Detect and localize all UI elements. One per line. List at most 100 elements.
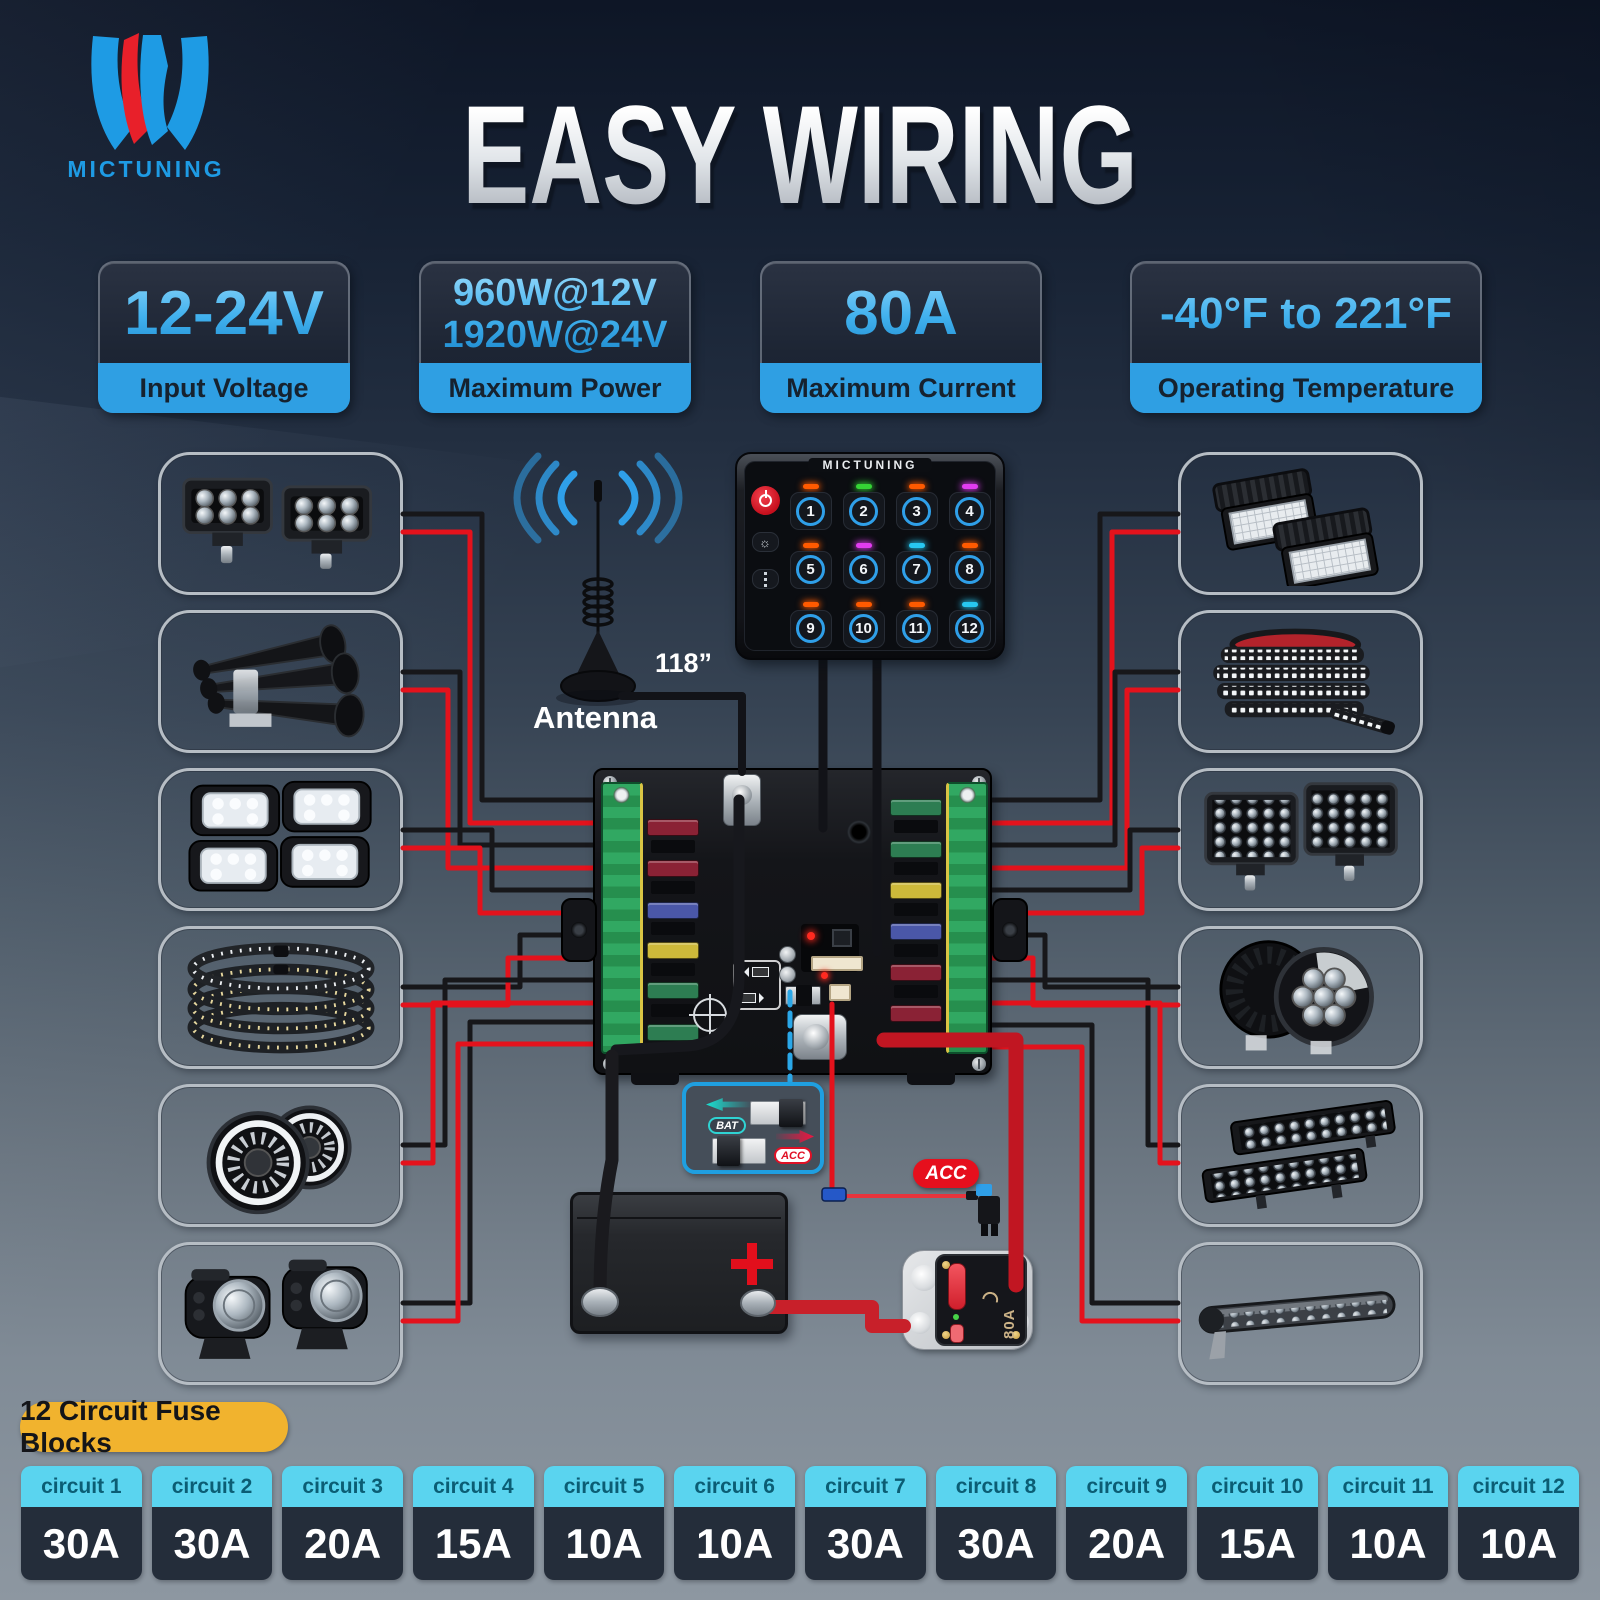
circuit-amp: 10A: [1327, 1507, 1449, 1580]
dual-row-light-bars-icon: [1201, 1099, 1396, 1209]
spec-value-2: 1920W@24V: [442, 313, 668, 356]
toggle-switch-bat-position: [750, 1099, 806, 1127]
spec-badge-operating-temperature: -40°F to 221°F Operating Temperature: [1130, 261, 1482, 413]
circuit-label: circuit 5: [543, 1466, 665, 1507]
spec-value: 80A: [844, 279, 958, 349]
breaker-indicator: [953, 1314, 959, 1320]
wire-connector: [811, 956, 863, 971]
corner-screw-icon: [972, 1057, 986, 1071]
breaker-body: 80A: [935, 1254, 1027, 1346]
circuit-label: circuit 12: [1458, 1466, 1580, 1507]
panel-button-10: 10: [837, 595, 890, 654]
fuse-slot: [651, 840, 695, 853]
spec-label: Input Voltage: [98, 363, 350, 413]
button-number: 1: [796, 496, 825, 526]
tailgate-light-strip-icon: [1212, 628, 1395, 735]
spec-label: Maximum Current: [760, 363, 1042, 413]
single-row-light-bar-icon: [1198, 1290, 1396, 1359]
circuit-label: circuit 1: [21, 1466, 142, 1507]
spec-badge-input-voltage: 12-24V Input Voltage: [98, 261, 350, 413]
brightness-button: ☼: [751, 532, 779, 552]
product-card-halo-headlights: [158, 1084, 403, 1227]
fuse-green: [890, 841, 942, 858]
fuse-slot: [651, 881, 695, 894]
halo-headlights-icon: [206, 1104, 352, 1214]
circuit-amp: 20A: [1066, 1507, 1188, 1580]
mount-hole-icon: [909, 1312, 931, 1334]
led-indicator: [961, 484, 978, 490]
mounting-ear: [992, 898, 1028, 962]
circuit-amp: 30A: [21, 1507, 142, 1580]
button-number: 2: [849, 496, 878, 526]
circuit-amp: 15A: [413, 1507, 534, 1580]
circuit-amp: 10A: [674, 1507, 796, 1580]
capacitor-icon: [779, 946, 796, 963]
panel-brand: MICTUNING: [808, 458, 932, 472]
breaker-test-button: [950, 1324, 964, 1343]
fuse-green: [647, 982, 699, 999]
fuse-slot: [651, 922, 695, 935]
product-card-train-horns: [158, 610, 403, 753]
round-driving-lights-icon: [1218, 939, 1374, 1054]
mictuning-logo-icon: [70, 28, 230, 163]
panel-button-2: 2: [837, 478, 890, 537]
projector-fog-lights-icon: [184, 1259, 368, 1359]
battery-plus-symbol: [731, 1243, 773, 1285]
led-indicator: [961, 542, 978, 548]
led-indicator: [908, 542, 925, 548]
brand-name: MICTUNING: [67, 156, 225, 182]
toggle-switch-acc-position: [712, 1136, 766, 1166]
mounting-ear: [561, 898, 597, 962]
panel-button-12: 12: [943, 595, 996, 654]
panel-button-11: 11: [890, 595, 943, 654]
fuse-green: [890, 799, 942, 816]
arrow-right-icon: [776, 1130, 814, 1143]
circuit-label: circuit 10: [1197, 1466, 1318, 1507]
circuit-label: circuit 9: [1066, 1466, 1188, 1507]
bat-acc-toggle-switch: [785, 985, 821, 1006]
fuse-blue: [647, 902, 699, 919]
panel-button-1: 1: [784, 478, 837, 537]
antenna-port: [847, 820, 871, 844]
inline-fuse-holder-icon: [821, 1187, 847, 1202]
flush-mount-lights-icon: [1211, 467, 1379, 586]
ground-terminal: [723, 774, 761, 826]
box-foot: [907, 1073, 955, 1085]
product-card-wheel-ring-lights: [158, 926, 403, 1069]
product-card-tailgate-light-strip: [1178, 610, 1423, 753]
page-title: EASY WIRING: [440, 74, 1160, 236]
led-indicator: [802, 484, 819, 490]
battery: [570, 1192, 788, 1334]
panel-button-4: 4: [943, 478, 996, 537]
button-number: 5: [796, 555, 825, 585]
fuse-block-control-box: [561, 768, 1028, 1085]
led-indicator: [802, 601, 819, 607]
circuit-amp: 30A: [151, 1507, 273, 1580]
fuse-maroon: [647, 860, 699, 877]
product-card-quad-row-pods: [1178, 768, 1423, 911]
fuse-slot: [894, 820, 938, 833]
button-number: 10: [849, 614, 878, 644]
circuit-breaker-80a: 80A: [902, 1250, 1033, 1350]
led-indicator: [961, 601, 978, 607]
product-card-dual-row-light-bars: [1178, 1084, 1423, 1227]
circuit-amp: 10A: [543, 1507, 665, 1580]
panel-button-3: 3: [890, 478, 943, 537]
button-number: 12: [955, 614, 984, 644]
fuse-table-title: 12 Circuit Fuse Blocks: [20, 1395, 288, 1458]
fuse-blue: [890, 923, 942, 940]
quad-row-pods-icon: [1203, 781, 1398, 891]
led-indicator: [855, 601, 872, 607]
button-number: 3: [902, 496, 931, 526]
product-card-led-pod-lights: [158, 452, 403, 595]
led-indicator: [855, 484, 872, 490]
bat-label: BAT: [708, 1117, 746, 1134]
mode-button: [751, 569, 779, 589]
crosshair-print: [689, 994, 731, 1036]
